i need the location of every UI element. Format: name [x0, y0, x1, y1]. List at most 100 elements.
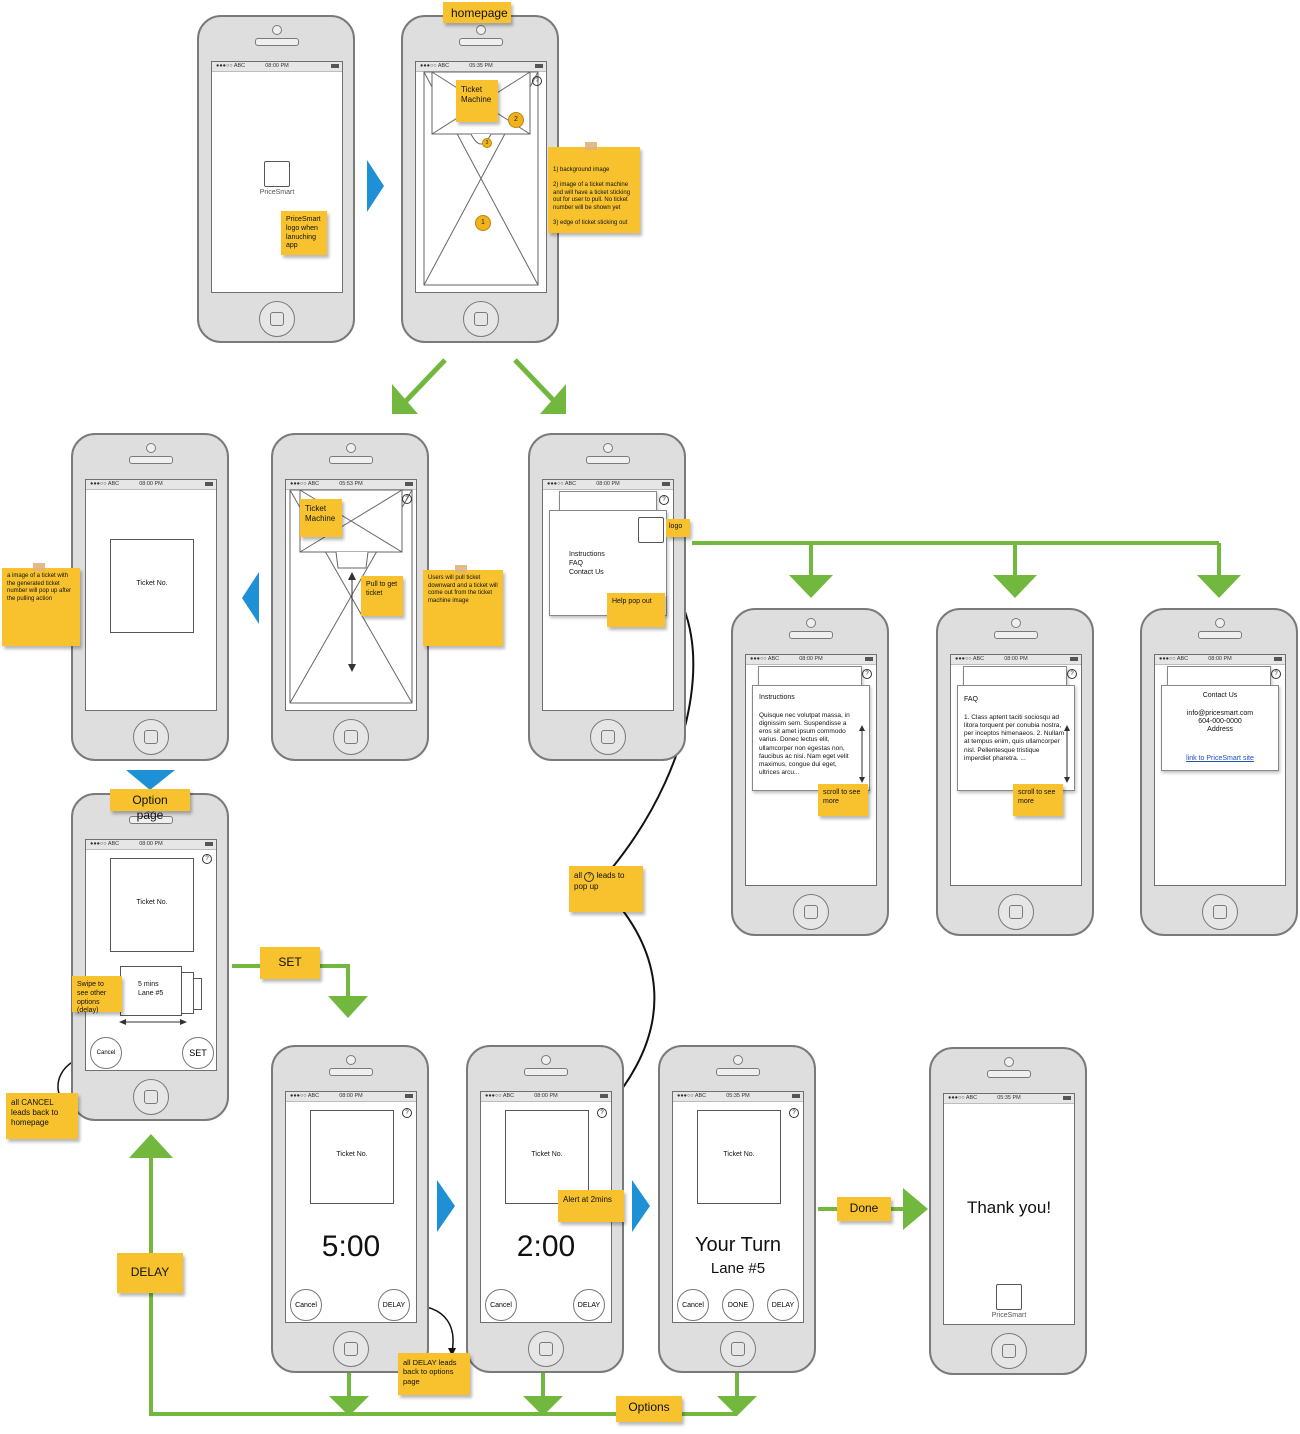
- background-card: [1167, 666, 1271, 686]
- cancel-button[interactable]: Cancel: [485, 1289, 517, 1321]
- help-icon[interactable]: ?: [789, 1108, 799, 1118]
- help-icon[interactable]: ?: [1067, 669, 1077, 679]
- phone-thank-you: ●●●○○ ABC 05:35 PM Thank you! PriceSmart: [929, 1047, 1087, 1375]
- note-pull-explain: Users will pull ticket downward and a ti…: [423, 565, 503, 646]
- home-button[interactable]: [259, 301, 295, 337]
- panel-title: Instructions: [759, 694, 795, 701]
- carrier: ●●●○○ ABC: [955, 656, 985, 662]
- battery-icon: [331, 64, 339, 68]
- home-button[interactable]: [998, 894, 1034, 930]
- cancel-button[interactable]: Cancel: [290, 1289, 322, 1321]
- carrier: ●●●○○ ABC: [750, 656, 780, 662]
- help-icon[interactable]: ?: [862, 669, 872, 679]
- note-text: Users will pull ticket downward and a ti…: [428, 575, 498, 604]
- note-logo: logo: [666, 519, 690, 537]
- cancel-button[interactable]: Cancel: [90, 1037, 122, 1069]
- note-homepage-notes: 1) background image 2) image of a ticket…: [548, 142, 640, 233]
- scroll-arrow-icon: [1064, 725, 1070, 783]
- screen: ●●●○○ ABC 08:00 PM ? Instructions Quisqu…: [745, 654, 877, 886]
- label-set: SET: [260, 947, 320, 979]
- home-button[interactable]: [133, 719, 169, 755]
- logo-icon: [264, 161, 290, 187]
- clock: 08:00 PM: [339, 1093, 363, 1099]
- countdown-timer: 5:00: [321, 1230, 381, 1263]
- home-button[interactable]: [333, 1331, 369, 1367]
- speaker: [329, 456, 373, 464]
- carrier: ●●●○○ ABC: [216, 63, 246, 69]
- menu-faq[interactable]: FAQ: [569, 560, 584, 567]
- camera: [1004, 1057, 1014, 1067]
- clock: 08:00 PM: [139, 841, 163, 847]
- home-button[interactable]: [463, 301, 499, 337]
- menu-instructions[interactable]: Instructions: [569, 551, 605, 558]
- note-text: logo: [669, 523, 683, 530]
- note-text: Ticket Machine: [461, 85, 492, 104]
- home-button[interactable]: [590, 719, 626, 755]
- label-homepage: homepage: [443, 2, 511, 23]
- ticket-image: Ticket No.: [110, 539, 194, 633]
- battery-icon: [205, 842, 213, 846]
- ticket-image: Ticket No.: [697, 1110, 781, 1204]
- clock: 08:00 PM: [1004, 656, 1028, 662]
- set-button[interactable]: SET: [182, 1037, 214, 1069]
- home-button[interactable]: [991, 1333, 1027, 1369]
- screen: ●●●○○ ABC 08:00 PM PriceSmart: [211, 61, 343, 293]
- status-bar: ●●●○○ ABC 08:00 PM: [1155, 655, 1285, 665]
- option-card[interactable]: 5 mins Lane #5: [120, 966, 182, 1016]
- delay-button[interactable]: DELAY: [767, 1289, 799, 1321]
- note-text: Pull to get ticket: [366, 581, 398, 597]
- help-icon[interactable]: ?: [202, 854, 212, 864]
- note-instructions-scroll: scroll to see more: [818, 784, 868, 816]
- carrier: ●●●○○ ABC: [420, 63, 450, 69]
- help-icon[interactable]: ?: [659, 495, 669, 505]
- done-button[interactable]: DONE: [722, 1289, 754, 1321]
- speaker: [789, 631, 833, 639]
- speaker: [586, 456, 630, 464]
- phone-homepage: ●●●○○ ABC 05:35 PM ? 2 3 1: [401, 15, 559, 343]
- speaker: [329, 1068, 373, 1076]
- carrier: ●●●○○ ABC: [547, 481, 577, 487]
- battery-icon: [865, 657, 873, 661]
- camera: [346, 443, 356, 453]
- ticket-label: Ticket No.: [336, 1151, 368, 1158]
- screen: ●●●○○ ABC 05:35 PM ? 2 3 1: [415, 61, 547, 293]
- home-button[interactable]: [133, 1079, 169, 1115]
- scroll-arrow-icon: [859, 725, 865, 783]
- home-button[interactable]: [793, 894, 829, 930]
- your-turn-heading: Your Turn: [695, 1234, 781, 1256]
- battery-icon: [1063, 1096, 1071, 1100]
- speaker: [994, 631, 1038, 639]
- home-button[interactable]: [528, 1331, 564, 1367]
- battery-icon: [1070, 657, 1078, 661]
- delay-button[interactable]: DELAY: [378, 1289, 410, 1321]
- home-button[interactable]: [1202, 894, 1238, 930]
- status-bar: ●●●○○ ABC 08:00 PM: [86, 840, 216, 850]
- note-text: leads to pop up: [574, 871, 625, 891]
- delay-button[interactable]: DELAY: [573, 1289, 605, 1321]
- note-alert-2mins: Alert at 2mins: [558, 1190, 624, 1222]
- note-ticket-machine: Ticket Machine: [456, 80, 498, 122]
- note-swipe-options: Swipe to see other options (delay): [72, 976, 122, 1014]
- clock: 08:00 PM: [139, 481, 163, 487]
- ticket-label: Ticket No.: [723, 1151, 755, 1158]
- battery-icon: [405, 482, 413, 486]
- help-icon[interactable]: ?: [402, 494, 412, 504]
- home-button[interactable]: [333, 719, 369, 755]
- home-button[interactable]: [720, 1331, 756, 1367]
- help-icon[interactable]: ?: [597, 1108, 607, 1118]
- lane-number: Lane #5: [710, 1260, 766, 1277]
- note-help-popout: Help pop out: [607, 593, 665, 627]
- phone-countdown-5: ●●●○○ ABC 08:00 PM ? Ticket No. 5:00 Can…: [271, 1045, 429, 1373]
- help-icon[interactable]: ?: [532, 76, 542, 86]
- cancel-button[interactable]: Cancel: [677, 1289, 709, 1321]
- screen: ●●●○○ ABC 08:00 PM ? FAQ 1. Class aptent…: [950, 654, 1082, 886]
- website-link[interactable]: link to PriceSmart site: [1186, 755, 1254, 762]
- ticket-image: Ticket No.: [310, 1110, 394, 1204]
- menu-contact-us[interactable]: Contact Us: [569, 569, 604, 576]
- battery-icon: [535, 64, 543, 68]
- step-arrow-splash-to-home: [367, 160, 384, 212]
- note-pull-to-get: Pull to get ticket: [361, 576, 403, 616]
- help-icon[interactable]: ?: [402, 1108, 412, 1118]
- status-bar: ●●●○○ ABC 08:00 PM: [212, 62, 342, 72]
- help-icon[interactable]: ?: [1271, 669, 1281, 679]
